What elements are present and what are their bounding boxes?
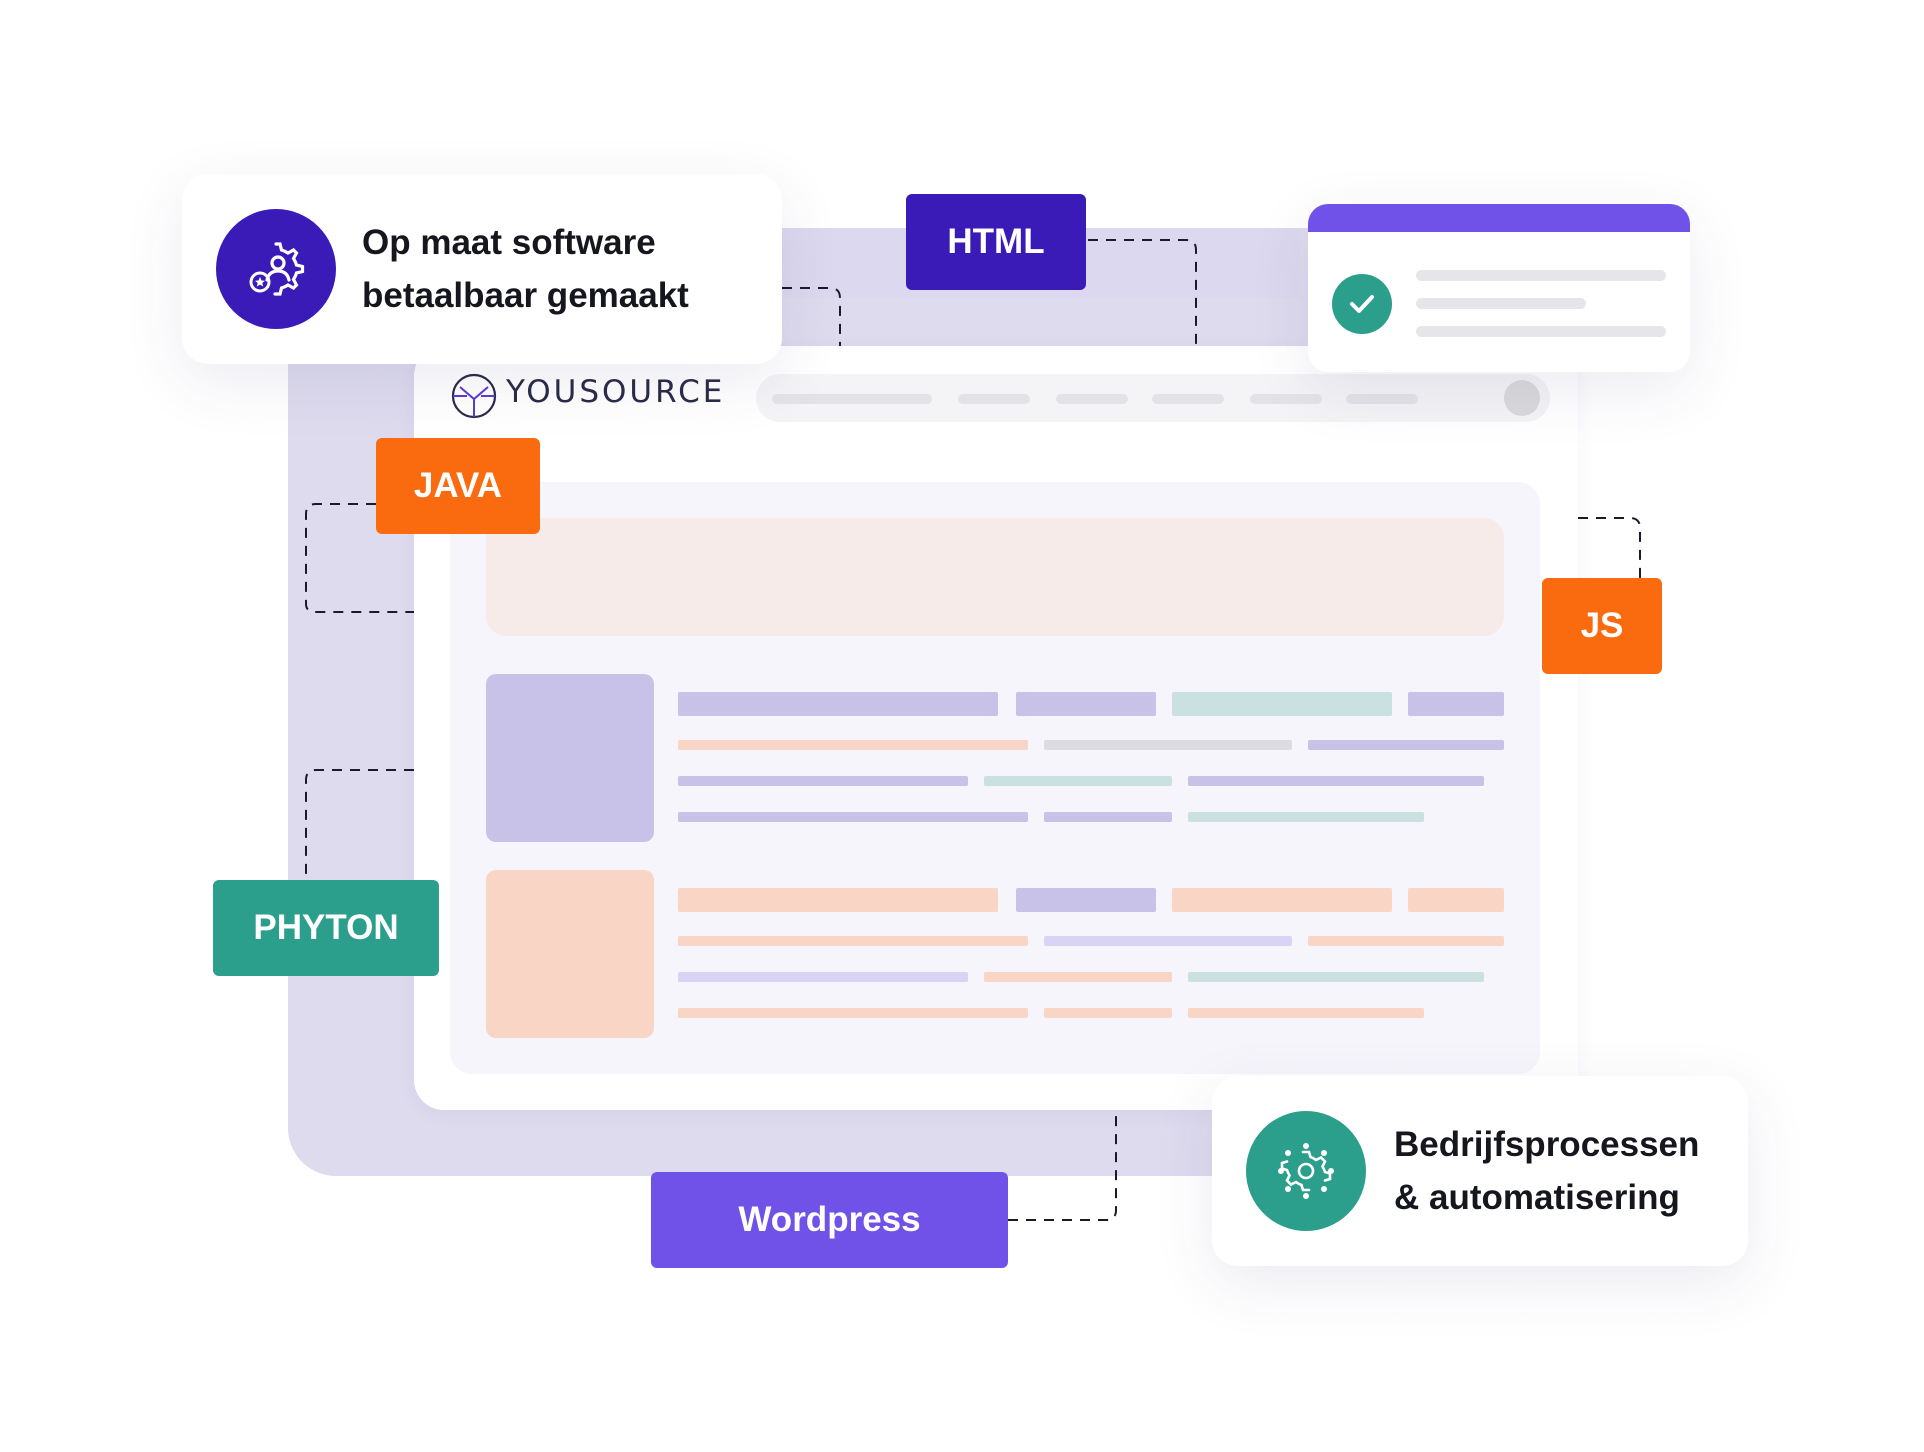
content-line (678, 776, 968, 786)
content-line (1044, 740, 1292, 750)
checkmark-icon (1332, 274, 1392, 334)
content-thumbnail (486, 674, 654, 842)
content-line (984, 776, 1172, 786)
gear-user-icon (216, 209, 336, 329)
content-line (1016, 692, 1156, 716)
nav-item[interactable] (958, 394, 1030, 404)
nav-item[interactable] (1152, 394, 1224, 404)
nav-item[interactable] (1250, 394, 1322, 404)
nav-item[interactable] (1346, 394, 1418, 404)
feature-card-software: Op maat software betaalbaar gemaakt (182, 174, 782, 364)
content-line (1172, 888, 1392, 912)
content-line (1044, 936, 1292, 946)
nav-item[interactable] (772, 394, 932, 404)
feature-card-line: betaalbaar gemaakt (362, 276, 689, 315)
content-line (1188, 776, 1484, 786)
content-line (678, 1008, 1028, 1018)
content-line (1016, 888, 1156, 912)
hero-banner (486, 518, 1504, 636)
gear-network-icon (1246, 1111, 1366, 1231)
content-line (1188, 1008, 1424, 1018)
tag-phyton[interactable]: PHYTON (213, 880, 439, 976)
feature-card-title: Bedrijfsprocessen & automatisering (1394, 1118, 1699, 1224)
tag-html[interactable]: HTML (906, 194, 1086, 290)
feature-card-process: Bedrijfsprocessen & automatisering (1212, 1076, 1748, 1266)
avatar[interactable] (1504, 380, 1540, 416)
yousource-logo-text: YOUSOURCE (506, 374, 726, 410)
content-line (678, 972, 968, 982)
content-line (1408, 888, 1504, 912)
content-line (1308, 936, 1504, 946)
tag-js[interactable]: JS (1542, 578, 1662, 674)
content-line (678, 692, 998, 716)
tag-java[interactable]: JAVA (376, 438, 540, 534)
content-line (984, 972, 1172, 982)
content-line (1308, 740, 1504, 750)
checklist-line (1416, 270, 1666, 281)
content-line (1188, 812, 1424, 822)
checklist-line (1416, 326, 1666, 337)
content-line (678, 812, 1028, 822)
content-line (1188, 972, 1484, 982)
checklist-line (1416, 298, 1586, 309)
content-line (678, 936, 1028, 946)
feature-card-title: Op maat software betaalbaar gemaakt (362, 216, 689, 322)
checklist-card-header (1308, 204, 1690, 232)
content-line (678, 888, 998, 912)
content-line (1408, 692, 1504, 716)
checklist-card (1308, 204, 1690, 372)
content-line (1044, 1008, 1172, 1018)
content-line (1044, 812, 1172, 822)
content-line (678, 740, 1028, 750)
tag-wordpress[interactable]: Wordpress (651, 1172, 1008, 1268)
content-thumbnail (486, 870, 654, 1038)
feature-card-line: Op maat software (362, 223, 656, 262)
content-line (1172, 692, 1392, 716)
nav-item[interactable] (1056, 394, 1128, 404)
yousource-logo-icon (451, 373, 497, 419)
feature-card-line: Bedrijfsprocessen (1394, 1125, 1700, 1164)
feature-card-line: & automatisering (1394, 1178, 1680, 1217)
